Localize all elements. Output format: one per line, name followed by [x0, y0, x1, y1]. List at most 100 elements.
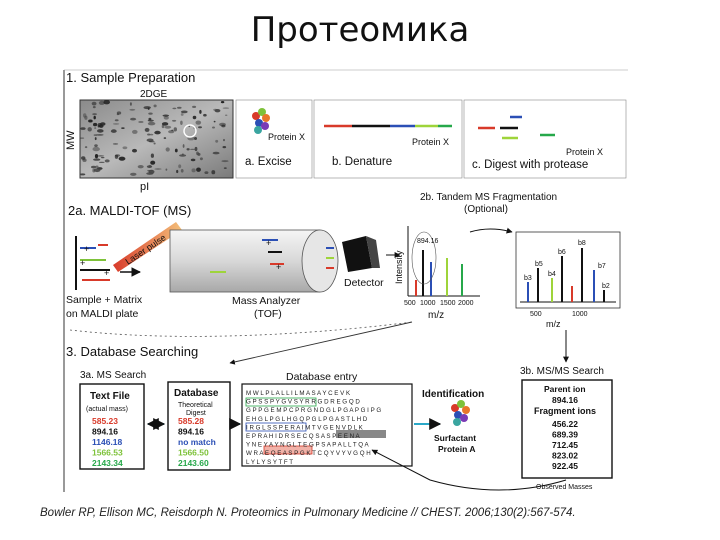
denature-label: b. Denature: [332, 156, 392, 168]
gel-spot: [163, 116, 169, 120]
mw-axis-label: MW: [65, 130, 77, 150]
gel-spot: [180, 169, 184, 173]
ion-label-b8: b8: [578, 240, 586, 247]
gel-spot: [95, 165, 99, 168]
ion-label-b5: b5: [535, 261, 543, 268]
gel-spot: [221, 160, 229, 163]
gel-label: 2DGE: [140, 89, 168, 100]
mass-analyzer-tube: + +: [169, 229, 339, 293]
gel-spot: [147, 170, 153, 172]
section1-heading: 1. Sample Preparation: [66, 70, 195, 85]
gel-spot: [82, 158, 87, 162]
gel-spot: [194, 146, 198, 152]
gel-spot: [198, 126, 202, 129]
gel-spot: [163, 137, 167, 139]
gel-spot: [225, 114, 228, 116]
gel-spot: [80, 127, 86, 130]
gel-spot: [186, 148, 190, 151]
fragment-value: 922.45: [552, 461, 578, 471]
text-file-value: 585.23: [92, 416, 118, 426]
gel-spot: [164, 125, 172, 129]
gel-spot: [97, 155, 105, 157]
msms-spectrum-chart: b8 b6 b7 b3 b5 b4 b2 500 1000 m/z: [515, 231, 621, 329]
gel-spot: [220, 101, 225, 104]
gel-spot: [112, 143, 119, 145]
gel-spot: [79, 137, 85, 139]
gel-spot: [94, 144, 98, 148]
protein-x-label-a: Protein X: [268, 132, 305, 142]
gel-spot: [79, 173, 86, 176]
gel-spot: [177, 106, 182, 109]
database-value: 585.28: [178, 416, 204, 426]
text-file-value: 1146.18: [92, 437, 123, 447]
database-box: Database Theoretical Digest 585.28894.16…: [167, 381, 231, 471]
gel-spot: [114, 119, 119, 122]
gel-spot: [149, 140, 155, 143]
gel-spot: [215, 139, 219, 143]
panel-digest: Protein X c. Digest with protease: [463, 99, 627, 179]
gel-spot: [132, 129, 138, 134]
svg-text:+: +: [84, 244, 89, 254]
gel-spot: [180, 120, 183, 126]
page-title: Протеомика: [250, 10, 470, 50]
digest-label: c. Digest with protease: [472, 159, 588, 171]
identified-name-2: Protein A: [438, 444, 475, 454]
gel-spot: [212, 151, 220, 155]
gel-spot: [174, 148, 178, 153]
section2b-heading: 2b. Tandem MS Fragmentation: [420, 192, 557, 203]
gel-spot: [149, 164, 152, 168]
text-file-value: 1566.53: [92, 448, 123, 458]
db-entry-row: W R A E Q E A S P G K T C Q Y V Y V G Q …: [246, 450, 371, 457]
gel-spot: [222, 107, 230, 109]
ion-label-b6: b6: [558, 249, 566, 256]
ion-label-b2: b2: [602, 283, 610, 290]
gel-spot: [93, 158, 101, 161]
gel-spot: [153, 104, 157, 108]
gel-spot: [138, 121, 144, 123]
gel-spot: [87, 127, 92, 132]
ms1-tick-1000: 1000: [420, 300, 436, 307]
database-value: 894.16: [178, 427, 204, 437]
gel-spot: [219, 122, 226, 127]
tof-label: (TOF): [254, 308, 282, 320]
svg-text:+: +: [276, 262, 281, 272]
database-value: no match: [178, 437, 216, 447]
svg-text:+: +: [80, 258, 85, 268]
figure-frame: [63, 69, 628, 492]
protein-x-label-c: Protein X: [566, 147, 603, 157]
database-sub2: Digest: [186, 410, 206, 417]
gel-spot: [94, 137, 97, 141]
gel-spot: [98, 100, 105, 105]
svg-text:+: +: [266, 238, 271, 248]
gel-spot: [154, 130, 161, 135]
pi-axis-label: pI: [140, 181, 149, 193]
db-entry-row: G P P G E M P C P R G N D G L P G A P G …: [246, 407, 381, 414]
fragment-value: 712.45: [552, 440, 578, 450]
gel-spot: [148, 117, 152, 121]
parent-ion-value: 894.16: [552, 395, 578, 405]
ms1-tick-1500: 1500: [440, 300, 456, 307]
observed-masses-label: Observed Masses: [536, 484, 593, 491]
gel-spot: [93, 134, 98, 136]
fragment-ions-title: Fragment ions: [534, 406, 596, 416]
panel-excise: Protein X a. Excise: [235, 99, 313, 179]
excise-label: a. Excise: [245, 156, 292, 168]
gel-spot: [154, 168, 162, 170]
db-entry-row: E H G L P G L H G Q P G L P G A S T L H …: [246, 416, 368, 423]
gel-spot: [222, 146, 227, 149]
gel-spot: [161, 122, 169, 126]
citation: Bowler RP, Ellison MC, Reisdorph N. Prot…: [40, 507, 576, 519]
protein-identified-icon: [451, 400, 470, 426]
gel-spot: [93, 122, 98, 127]
gel-spot: [118, 156, 126, 161]
msms-search-heading: 3b. MS/MS Search: [520, 366, 604, 377]
ms1-tick-2000: 2000: [458, 300, 474, 307]
identification-panel: Identification Surfactant Protein A: [422, 389, 484, 454]
gel-spot: [96, 134, 104, 136]
gel-spot: [172, 107, 177, 110]
peak-label: 894.16: [417, 238, 439, 245]
gel-spot: [194, 137, 197, 140]
fragment-value: 823.02: [552, 451, 578, 461]
gel-spot: [93, 115, 96, 120]
